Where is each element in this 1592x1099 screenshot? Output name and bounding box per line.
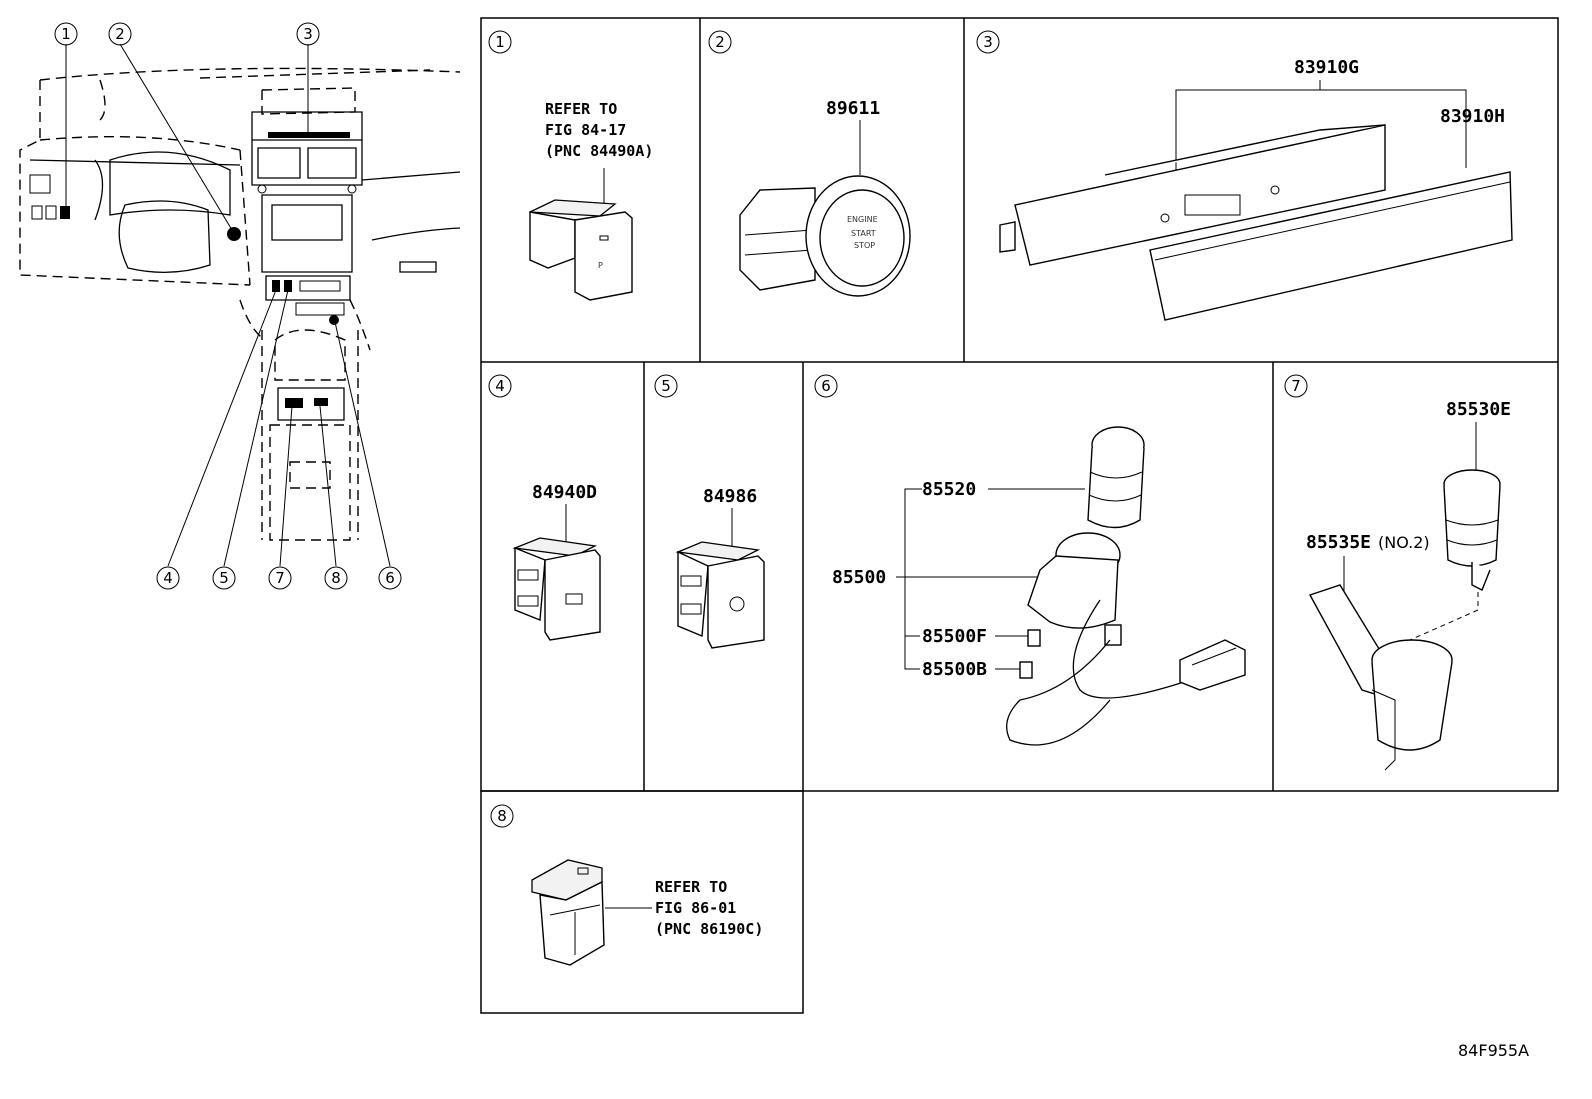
part-label: 85535E [1306, 532, 1371, 553]
panel-7: 7 85530E 85535E (NO.2) [1284, 374, 1511, 771]
panel-number: 1 [495, 33, 505, 51]
svg-text:3: 3 [303, 25, 313, 43]
svg-text:7: 7 [275, 569, 285, 587]
svg-text:STOP: STOP [854, 241, 875, 250]
svg-text:8: 8 [331, 569, 341, 587]
refer-note-line: REFER TO [655, 878, 727, 896]
callout-3: 3 [296, 22, 320, 46]
panel-6: 6 85520 85500 85500F 85500B [814, 374, 1246, 746]
svg-text:5: 5 [219, 569, 229, 587]
callout-4-bottom: 4 [156, 566, 180, 590]
panel-number: 2 [715, 33, 725, 51]
part-label: 83910G [1294, 57, 1359, 78]
panel-grid [480, 17, 1559, 1014]
svg-text:ENGINE: ENGINE [847, 215, 878, 224]
panel-number: 7 [1291, 377, 1301, 395]
panel-number: 3 [983, 33, 993, 51]
part-label: 84986 [703, 486, 757, 507]
part-label: 85500 [832, 567, 886, 588]
switch-84940d-illustration [512, 537, 601, 641]
svg-text:6: 6 [385, 569, 395, 587]
svg-text:START: START [851, 229, 876, 238]
callout-5-bottom: 5 [212, 566, 236, 590]
callout-7-bottom: 7 [268, 566, 292, 590]
panel-2: 2 89611 ENGINE START STOP [708, 30, 911, 297]
svg-text:1: 1 [61, 25, 71, 43]
callout-8-bottom: 8 [324, 566, 348, 590]
svg-text:4: 4 [163, 569, 173, 587]
panel-number: 5 [661, 377, 671, 395]
panel-3: 3 83910G 83910H [976, 30, 1513, 321]
part-label: 85500B [922, 659, 987, 680]
refer-note-line: (PNC 84490A) [545, 142, 653, 160]
panel-number: 6 [821, 377, 831, 395]
callout-2: 2 [108, 22, 132, 46]
panel-1: 1 REFER TO FIG 84-17 (PNC 84490A) P [488, 30, 653, 301]
switch-panel-8-illustration [531, 859, 605, 966]
overview-callout-leaders [65, 43, 391, 567]
svg-text:2: 2 [115, 25, 125, 43]
figure-code: 84F955A [1458, 1041, 1529, 1060]
panel-number: 4 [495, 377, 505, 395]
part-label: 83910H [1440, 106, 1505, 127]
cigarette-lighter-illustration [1006, 426, 1246, 746]
climate-control-panel-illustration [999, 124, 1513, 321]
power-outlet-illustration [1308, 469, 1501, 771]
overview-callouts: 1 2 3 4 5 7 8 6 [54, 22, 402, 590]
part-label: 85500F [922, 626, 987, 647]
callout-1: 1 [54, 22, 78, 46]
refer-note-line: FIG 84-17 [545, 121, 626, 139]
parking-switch-illustration: P [529, 199, 633, 301]
part-label: 89611 [826, 98, 880, 119]
callout-6-bottom: 6 [378, 566, 402, 590]
engine-start-button-illustration: ENGINE START STOP [739, 175, 911, 297]
part-suffix: (NO.2) [1378, 533, 1430, 552]
panel-8: 8 REFER TO FIG 86-01 (PNC 86190C) [490, 804, 763, 966]
refer-note-line: (PNC 86190C) [655, 920, 763, 938]
svg-text:P: P [598, 261, 603, 270]
part-label: 85520 [922, 479, 976, 500]
panel-number: 8 [497, 807, 507, 825]
switch-84986-illustration [675, 541, 765, 649]
panel-5: 5 84986 [654, 374, 765, 649]
panel-4: 4 84940D [488, 374, 601, 641]
part-label: 84940D [532, 482, 597, 503]
dashboard-overview [19, 67, 461, 541]
refer-note-line: REFER TO [545, 100, 617, 118]
refer-note-line: FIG 86-01 [655, 899, 736, 917]
part-label: 85530E [1446, 399, 1511, 420]
